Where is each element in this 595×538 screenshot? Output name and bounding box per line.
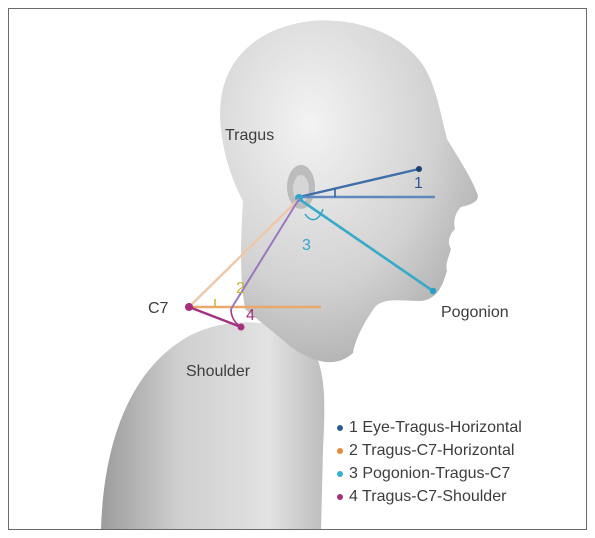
legend-text: 1 Eye-Tragus-Horizontal <box>349 419 522 437</box>
legend-bullet-icon <box>337 425 343 431</box>
angle-4-number: 4 <box>246 307 255 325</box>
legend-item: 1 Eye-Tragus-Horizontal <box>337 416 522 439</box>
torso-shape <box>101 322 324 530</box>
angle-1-number: 1 <box>414 175 423 193</box>
legend-text: 3 Pogonion-Tragus-C7 <box>349 465 510 483</box>
legend-bullet-icon <box>337 448 343 454</box>
pogonion-label: Pogonion <box>441 304 509 322</box>
tragus-label: Tragus <box>225 127 274 145</box>
c7-point <box>185 303 193 311</box>
legend-bullet-icon <box>337 494 343 500</box>
pogonion-point <box>430 288 436 294</box>
head-shape <box>220 20 478 362</box>
shoulder-point <box>238 324 245 331</box>
eye-point <box>416 166 422 172</box>
angle-3-number: 3 <box>302 237 311 255</box>
legend-item: 3 Pogonion-Tragus-C7 <box>337 462 522 485</box>
legend-item: 2 Tragus-C7-Horizontal <box>337 439 522 462</box>
legend-item: 4 Tragus-C7-Shoulder <box>337 485 522 508</box>
ear <box>287 165 315 209</box>
legend-text: 4 Tragus-C7-Shoulder <box>349 488 506 506</box>
legend-text: 2 Tragus-C7-Horizontal <box>349 442 514 460</box>
diagram-frame: Tragus C7 Pogonion Shoulder 1 2 3 4 1 Ey… <box>8 8 587 530</box>
c7-label: C7 <box>148 300 168 318</box>
angle-2-number: 2 <box>236 280 245 298</box>
shoulder-label: Shoulder <box>186 363 250 381</box>
legend: 1 Eye-Tragus-Horizontal 2 Tragus-C7-Hori… <box>337 416 522 508</box>
legend-bullet-icon <box>337 471 343 477</box>
